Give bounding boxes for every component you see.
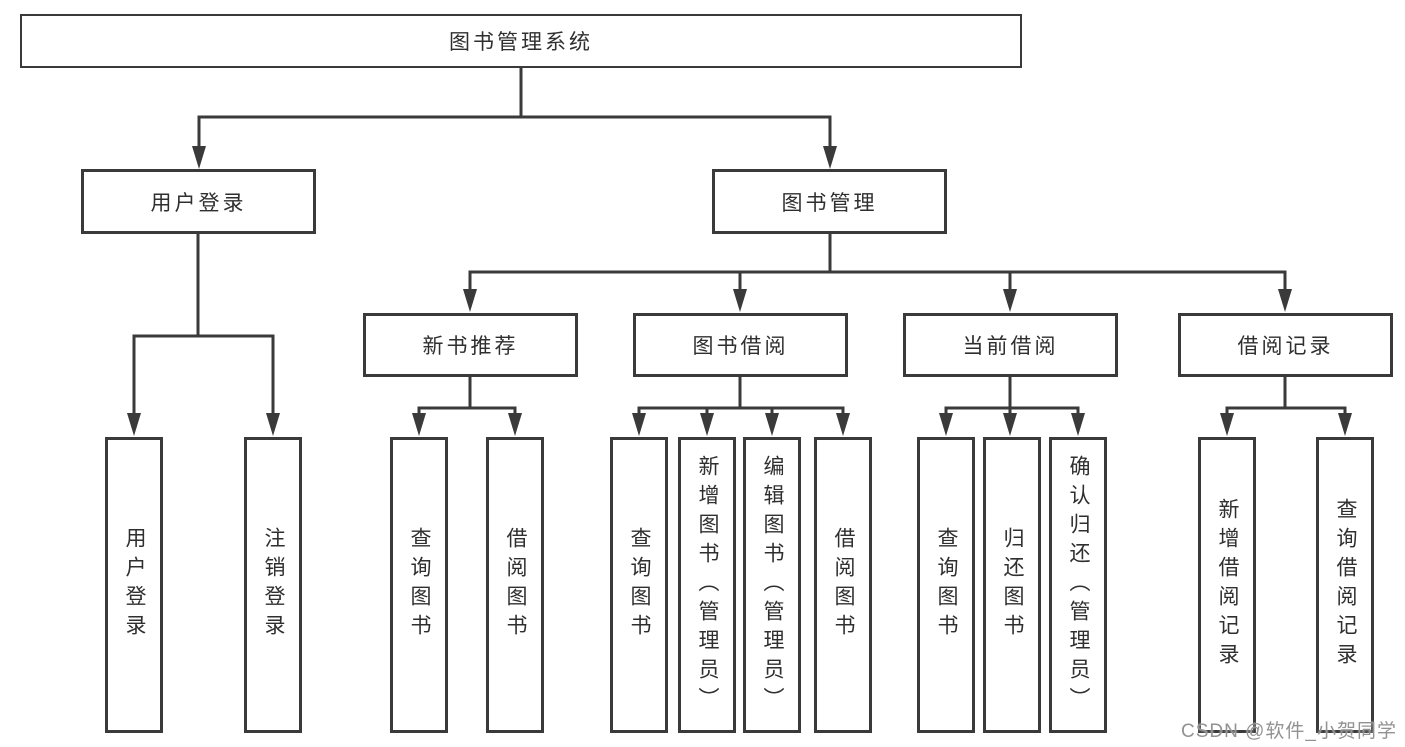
node-new-book-recommend: 新书推荐 <box>363 313 578 377</box>
leaf-borrow-book-2: 借阅图书 <box>814 437 872 733</box>
leaf-logout-label: 注销登录 <box>262 527 285 643</box>
edge-book-borrow-children <box>632 377 850 436</box>
leaf-query-book-2: 查询图书 <box>610 437 668 733</box>
leaf-user-login: 用户登录 <box>105 437 163 733</box>
leaf-borrow-book-2-label: 借阅图书 <box>832 527 855 643</box>
leaf-query-borrow-record: 查询借阅记录 <box>1316 437 1374 733</box>
leaf-query-book-3: 查询图书 <box>917 437 975 733</box>
node-book-management: 图书管理 <box>712 169 947 234</box>
leaf-user-login-label: 用户登录 <box>123 527 146 643</box>
node-book-management-label: 图书管理 <box>781 191 878 215</box>
node-library-system-label: 图书管理系统 <box>449 31 593 54</box>
node-book-borrow: 图书借阅 <box>633 313 848 377</box>
edge-new-book-children <box>412 377 522 436</box>
leaf-query-book-1: 查询图书 <box>390 437 448 733</box>
node-new-book-recommend-label: 新书推荐 <box>422 335 519 358</box>
node-user-login-label: 用户登录 <box>150 191 247 215</box>
leaf-edit-book-admin-label: 编辑图书（管理员） <box>761 454 784 716</box>
leaf-logout: 注销登录 <box>244 437 302 733</box>
leaf-query-borrow-record-label: 查询借阅记录 <box>1334 498 1357 672</box>
leaf-return-book-label: 归还图书 <box>1001 527 1024 643</box>
edge-borrow-record-children <box>1220 377 1352 436</box>
leaf-edit-book-admin: 编辑图书（管理员） <box>743 437 801 733</box>
leaf-return-book: 归还图书 <box>983 437 1041 733</box>
leaf-confirm-return-admin-label: 确认归还（管理员） <box>1067 454 1090 716</box>
leaf-add-book-admin: 新增图书（管理员） <box>678 437 736 733</box>
leaf-query-book-1-label: 查询图书 <box>408 527 431 643</box>
edge-current-borrow-children <box>939 377 1085 436</box>
edge-root-to-level2 <box>192 68 837 169</box>
node-borrow-record-label: 借阅记录 <box>1237 335 1334 358</box>
node-book-borrow-label: 图书借阅 <box>692 335 789 358</box>
leaf-confirm-return-admin: 确认归还（管理员） <box>1049 437 1107 733</box>
leaf-borrow-book-1-label: 借阅图书 <box>504 527 527 643</box>
node-borrow-record: 借阅记录 <box>1178 313 1393 377</box>
edge-user-login-children <box>127 234 280 436</box>
node-library-system: 图书管理系统 <box>20 14 1022 68</box>
leaf-add-borrow-record: 新增借阅记录 <box>1198 437 1256 733</box>
csdn-watermark: CSDN @软件_小贺同学 <box>1181 721 1397 742</box>
leaf-add-borrow-record-label: 新增借阅记录 <box>1216 498 1239 672</box>
node-user-login: 用户登录 <box>81 169 316 234</box>
edge-book-management-children <box>463 234 1292 312</box>
leaf-borrow-book-1: 借阅图书 <box>486 437 544 733</box>
leaf-query-book-2-label: 查询图书 <box>628 527 651 643</box>
node-current-borrow-label: 当前借阅 <box>962 335 1059 358</box>
leaf-query-book-3-label: 查询图书 <box>935 527 958 643</box>
node-current-borrow: 当前借阅 <box>903 313 1118 377</box>
leaf-add-book-admin-label: 新增图书（管理员） <box>696 454 719 716</box>
